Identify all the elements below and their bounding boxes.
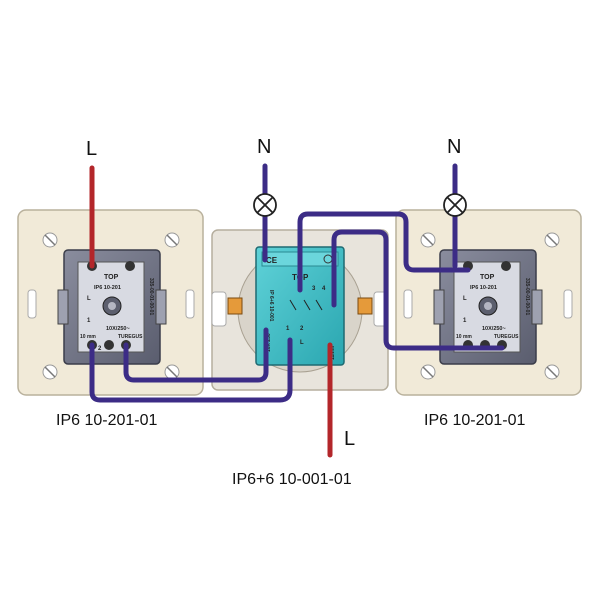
screw-icon	[544, 232, 560, 248]
center-module-terminal-2: 2	[300, 326, 304, 332]
left-lamp-icon	[253, 193, 277, 217]
left-traveller-wire	[123, 327, 269, 383]
right-switch-terminal-l: L	[463, 296, 467, 302]
screw-icon	[164, 364, 180, 380]
left-switch-strip: 10 mm	[80, 334, 96, 340]
screw-icon	[164, 232, 180, 248]
left-switch-top-label: TOP	[104, 274, 119, 281]
right-switch-caption: IP6 10-201-01	[424, 412, 526, 429]
right-traveller-wire	[331, 229, 505, 351]
left-neutral-label: N	[257, 136, 271, 158]
ce-mark-icon: CE	[266, 256, 278, 265]
screw-icon	[42, 364, 58, 380]
right-switch-brand: TUREGUS	[494, 334, 519, 340]
right-switch-rating: 10X/250~	[482, 326, 506, 332]
left-switch-side-code: 335-00-01-00-01	[148, 278, 154, 315]
left-switch-mechanism: TOP IP6 10-201 10X/250~ 10 mm TUREGUS L …	[57, 249, 167, 365]
center-module-terminal-l: L	[300, 340, 304, 346]
right-lamp-icon	[443, 193, 467, 217]
center-module-caption: IP6+6 10-001-01	[232, 471, 352, 488]
left-line-label: L	[86, 138, 97, 160]
right-switch-strip: 10 mm	[456, 334, 472, 340]
left-switch-terminal-l: L	[87, 296, 91, 302]
top-traveller-wire	[297, 211, 471, 293]
right-switch-model: IP6 10-201	[470, 285, 497, 291]
left-switch-brand: TUREGUS	[118, 334, 143, 340]
left-bottom-traveller-wire	[89, 337, 293, 403]
left-switch-caption: IP6 10-201-01	[56, 412, 158, 429]
center-module-terminal-1: 1	[286, 326, 290, 332]
center-module-terminal-4: 4	[322, 286, 326, 292]
screw-icon	[420, 364, 436, 380]
left-switch-model: IP6 10-201	[94, 285, 121, 291]
screw-icon	[544, 364, 560, 380]
left-switch-terminal-2: 2	[98, 346, 102, 352]
right-switch-top-label: TOP	[480, 274, 495, 281]
left-switch-terminal-1: 1	[87, 318, 91, 324]
right-neutral-label: N	[447, 136, 461, 158]
svg-text:CE: CE	[266, 256, 278, 265]
screw-icon	[420, 232, 436, 248]
left-switch-rating: 10X/250~	[106, 326, 130, 332]
center-module-strip: 11mm	[330, 345, 336, 360]
screw-icon	[42, 232, 58, 248]
center-module-terminal-3: 3	[312, 286, 316, 292]
bottom-line-label: L	[344, 428, 355, 450]
switch-contact-symbol-icon	[289, 299, 323, 311]
right-switch-terminal-1: 1	[463, 318, 467, 324]
center-module-model: IP 6+6 10-001	[268, 290, 274, 322]
right-switch-side-code: 335-00-01-00-01	[524, 278, 530, 315]
center-module-rating: 10X 250	[266, 333, 272, 352]
